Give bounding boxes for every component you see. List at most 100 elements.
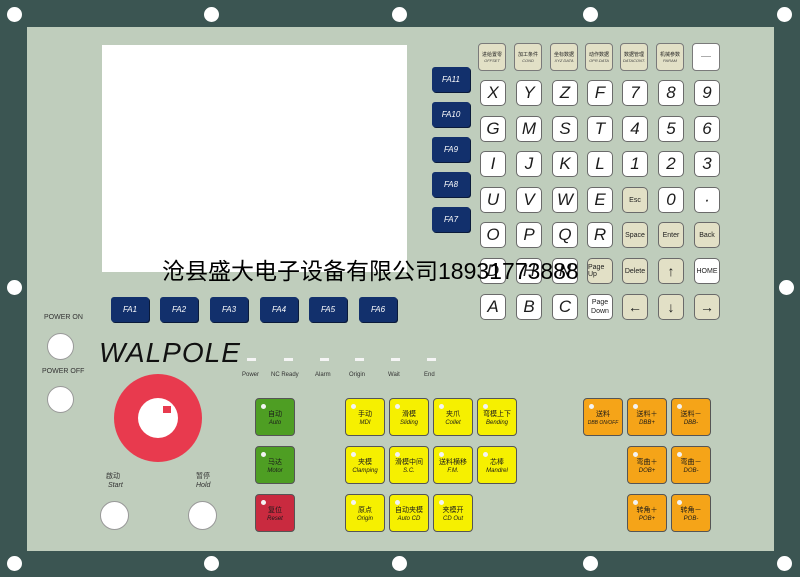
power-on-button[interactable] bbox=[47, 333, 74, 360]
key-o[interactable]: O bbox=[480, 222, 506, 248]
fa1-key[interactable]: FA1 bbox=[111, 297, 149, 322]
fa7-key[interactable]: FA7 bbox=[432, 207, 470, 232]
key-m[interactable]: M bbox=[516, 116, 542, 142]
key-w[interactable]: W bbox=[552, 187, 578, 213]
key-b[interactable]: B bbox=[516, 294, 542, 320]
key-f[interactable]: F bbox=[587, 80, 613, 106]
button-label-en: Reset bbox=[267, 516, 283, 522]
key-j[interactable]: J bbox=[516, 151, 542, 177]
button-indicator bbox=[395, 500, 400, 505]
power-off-button[interactable] bbox=[47, 386, 74, 413]
page-up-key[interactable]: Page Up bbox=[587, 258, 613, 284]
fa6-key[interactable]: FA6 bbox=[359, 297, 397, 322]
key-q[interactable]: Q bbox=[552, 222, 578, 248]
esc-key[interactable]: Esc bbox=[622, 187, 648, 213]
key-5[interactable]: 5 bbox=[658, 116, 684, 142]
key-t[interactable]: T bbox=[587, 116, 613, 142]
button-label-en: Auto bbox=[268, 420, 282, 426]
delete-key[interactable]: Delete bbox=[622, 258, 648, 284]
key-8[interactable]: 8 bbox=[658, 80, 684, 106]
hold-button[interactable] bbox=[188, 501, 217, 530]
back-key[interactable]: Back bbox=[694, 222, 720, 248]
pob-minus-button[interactable]: 转角－POB- bbox=[671, 494, 711, 532]
key-dot[interactable]: · bbox=[694, 187, 720, 213]
dob-plus-button[interactable]: 弯曲＋DOB+ bbox=[627, 446, 667, 484]
dash-key[interactable]: —— bbox=[692, 43, 720, 71]
page-down-key[interactable]: Page Down bbox=[587, 294, 613, 320]
key-g[interactable]: G bbox=[480, 116, 506, 142]
home-key[interactable]: HOME bbox=[694, 258, 720, 284]
key-1[interactable]: 1 bbox=[622, 151, 648, 177]
fa4-key[interactable]: FA4 bbox=[260, 297, 298, 322]
button-label-cn: 滑模 bbox=[402, 411, 416, 418]
key-4[interactable]: 4 bbox=[622, 116, 648, 142]
key-c[interactable]: C bbox=[552, 294, 578, 320]
fa5-key[interactable]: FA5 bbox=[309, 297, 347, 322]
fa8-key[interactable]: FA8 bbox=[432, 172, 470, 197]
key-x[interactable]: X bbox=[480, 80, 506, 106]
key-z[interactable]: Z bbox=[552, 80, 578, 106]
key-v[interactable]: V bbox=[516, 187, 542, 213]
button-indicator bbox=[677, 404, 682, 409]
key-h[interactable]: H bbox=[516, 258, 542, 284]
arrow-right-icon[interactable]: → bbox=[694, 294, 720, 320]
fa10-key[interactable]: FA10 bbox=[432, 102, 470, 127]
fa3-key[interactable]: FA3 bbox=[210, 297, 248, 322]
key-s[interactable]: S bbox=[552, 116, 578, 142]
origin-led bbox=[355, 358, 364, 361]
key-r[interactable]: R bbox=[587, 222, 613, 248]
key-k[interactable]: K bbox=[552, 151, 578, 177]
dbb-plus-button[interactable]: 送料＋DBB+ bbox=[627, 398, 667, 436]
key-7[interactable]: 7 bbox=[622, 80, 648, 106]
fa11-key[interactable]: FA11 bbox=[432, 67, 470, 92]
fa9-key[interactable]: FA9 bbox=[432, 137, 470, 162]
start-button[interactable] bbox=[100, 501, 129, 530]
key-y[interactable]: Y bbox=[516, 80, 542, 106]
arrow-down-icon[interactable]: ↓ bbox=[658, 294, 684, 320]
key-p[interactable]: P bbox=[516, 222, 542, 248]
key-a[interactable]: A bbox=[480, 294, 506, 320]
space-key[interactable]: Space bbox=[622, 222, 648, 248]
dbb-minus-button[interactable]: 送料－DBB- bbox=[671, 398, 711, 436]
key-e[interactable]: E bbox=[587, 187, 613, 213]
key-u[interactable]: U bbox=[480, 187, 506, 213]
key-i[interactable]: I bbox=[480, 151, 506, 177]
button-label-en: Collet bbox=[445, 420, 461, 426]
key-3[interactable]: 3 bbox=[694, 151, 720, 177]
enter-key[interactable]: Enter bbox=[658, 222, 684, 248]
emergency-stop-icon[interactable] bbox=[113, 373, 203, 463]
key-l[interactable]: L bbox=[587, 151, 613, 177]
dob-minus-button[interactable]: 弯曲－DOB- bbox=[671, 446, 711, 484]
key-d[interactable]: D bbox=[480, 258, 506, 284]
key-9[interactable]: 9 bbox=[694, 80, 720, 106]
key-2[interactable]: 2 bbox=[658, 151, 684, 177]
fa2-key[interactable]: FA2 bbox=[160, 297, 198, 322]
pob-plus-button[interactable]: 转角＋POB+ bbox=[627, 494, 667, 532]
key-n[interactable]: N bbox=[552, 258, 578, 284]
key-6[interactable]: 6 bbox=[694, 116, 720, 142]
key-0[interactable]: 0 bbox=[658, 187, 684, 213]
arrow-up-icon[interactable]: ↑ bbox=[658, 258, 684, 284]
arrow-left-icon[interactable]: ← bbox=[622, 294, 648, 320]
